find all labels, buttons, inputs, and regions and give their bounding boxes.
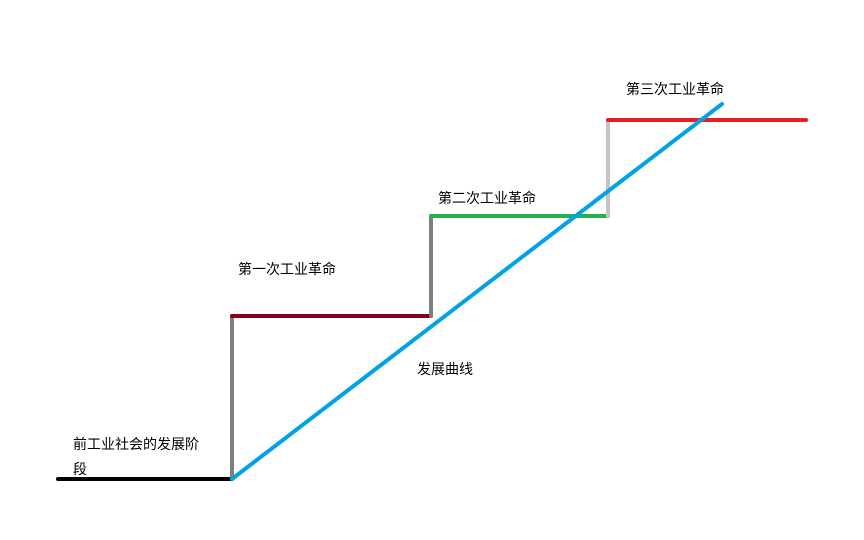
pre-industrial-label: 前工业社会的发展阶 段 <box>73 433 199 483</box>
first-revolution-label: 第一次工业革命 <box>238 262 336 278</box>
development-curve-label: 发展曲线 <box>417 362 473 378</box>
third-revolution-label: 第三次工业革命 <box>626 82 724 98</box>
development-curve-line <box>230 102 724 481</box>
pre-industrial-label-line1: 前工业社会的发展阶 <box>73 437 199 453</box>
second-revolution-label: 第二次工业革命 <box>438 191 536 207</box>
pre-industrial-label-line2: 段 <box>73 462 87 478</box>
